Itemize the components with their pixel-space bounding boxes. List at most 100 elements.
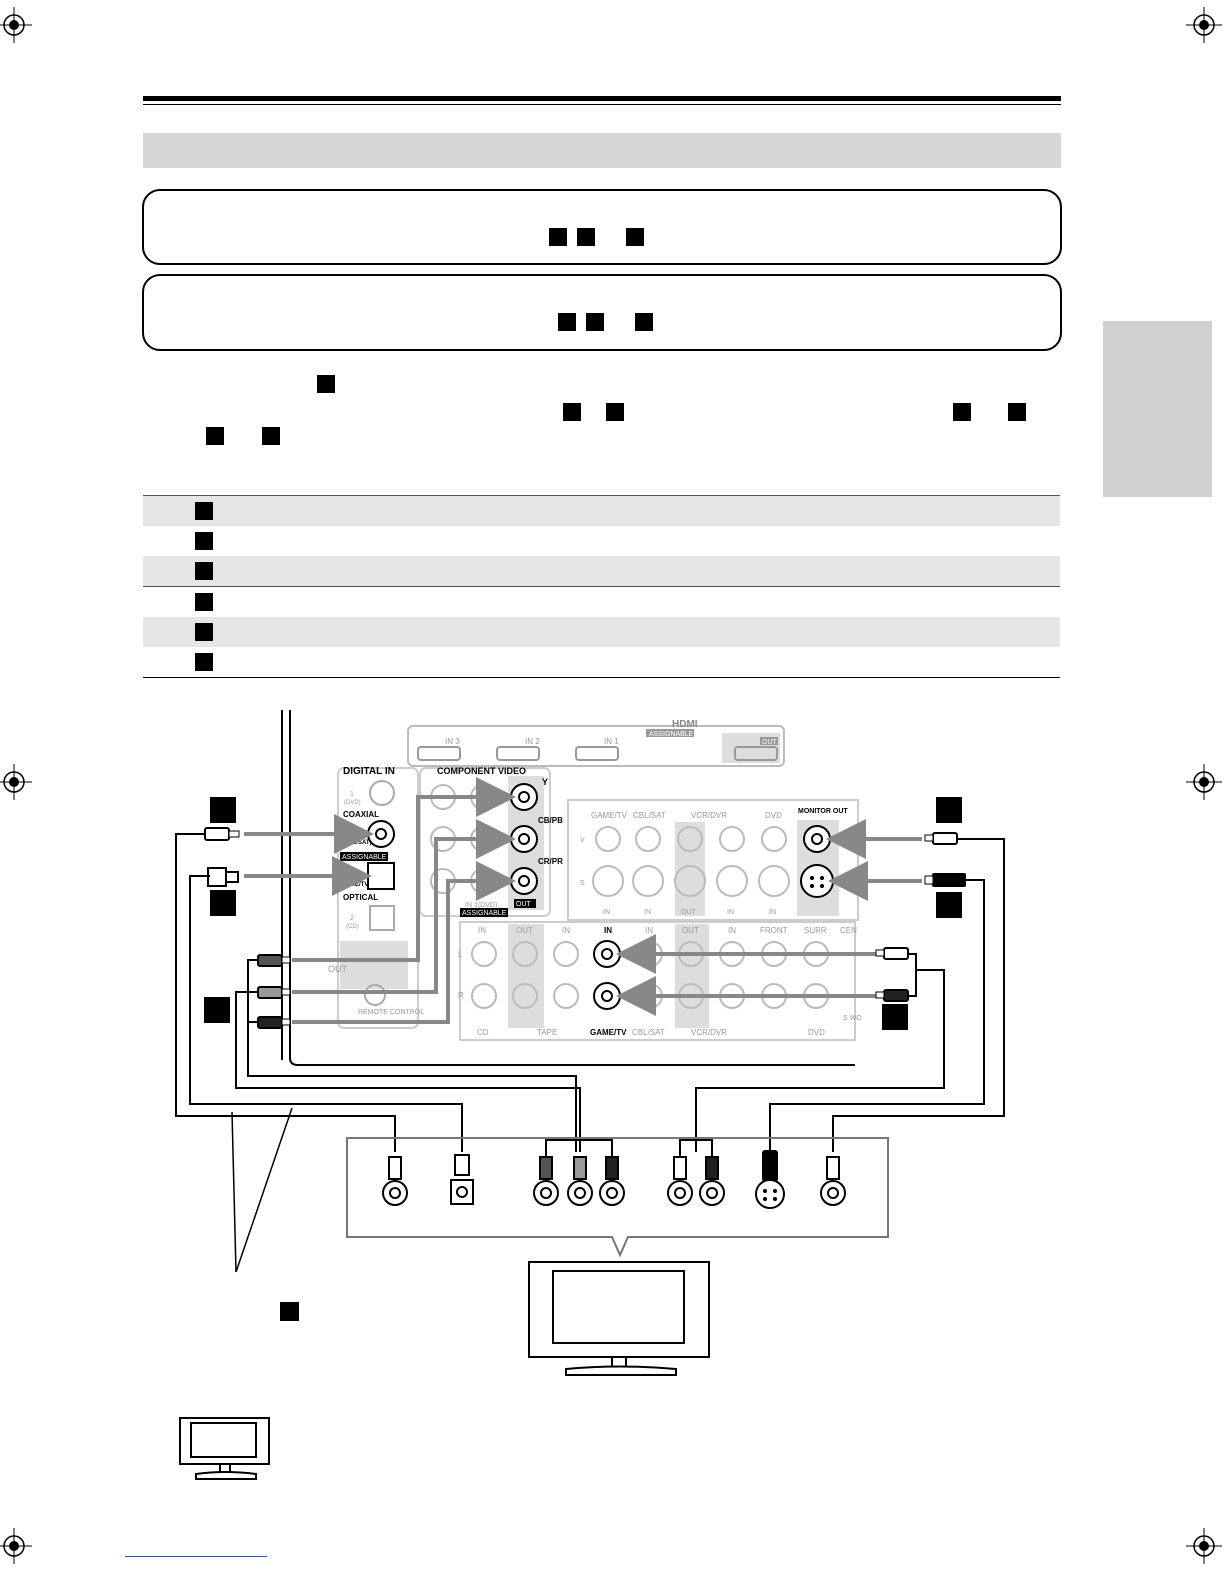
callout-marker xyxy=(195,593,213,611)
svg-text:FRONT: FRONT xyxy=(760,926,788,935)
note-box-1 xyxy=(142,189,1062,265)
callout-marker xyxy=(558,313,576,331)
table-mid-rule xyxy=(143,586,1060,587)
svg-text:IN: IN xyxy=(562,926,570,935)
callout-marker xyxy=(280,1302,299,1321)
chapter-side-tab xyxy=(1103,321,1212,497)
table-row xyxy=(143,526,1060,556)
svg-text:Y: Y xyxy=(542,777,548,787)
hdmi-port-label: IN 1 xyxy=(604,737,619,746)
footer-link-underline[interactable] xyxy=(125,1556,267,1557)
callout-marker xyxy=(626,228,644,246)
cable-plug-audio xyxy=(875,947,909,1002)
svg-text:ASSIGNABLE: ASSIGNABLE xyxy=(342,854,387,861)
svg-text:CEN: CEN xyxy=(840,926,857,935)
svg-text:L: L xyxy=(458,950,463,959)
cable-plug-optical xyxy=(207,867,239,887)
callout-marker xyxy=(606,403,624,421)
callout-marker xyxy=(635,313,653,331)
hdmi-out-label: OUT xyxy=(762,739,778,746)
svg-text:CD: CD xyxy=(477,1028,489,1037)
monitor-out-label: MONITOR OUT xyxy=(798,808,848,815)
svg-text:ASSIGNABLE: ASSIGNABLE xyxy=(462,910,507,917)
receiver-rear-panel: HDMI ASSIGNABLE IN 3 IN 2 IN 1 OUT DIGIT… xyxy=(281,710,862,1066)
svg-text:IN: IN xyxy=(644,909,651,916)
svg-text:CB/PB: CB/PB xyxy=(538,816,563,825)
cable-plug-s-video xyxy=(924,873,966,887)
svg-text:IN 1(DVD): IN 1(DVD) xyxy=(465,902,497,909)
digital-in-label: DIGITAL IN xyxy=(343,766,395,777)
cable-plug-component xyxy=(257,954,291,1029)
svg-text:S WO: S WO xyxy=(843,1015,862,1022)
callout-marker xyxy=(549,228,567,246)
svg-text:V: V xyxy=(580,837,585,844)
svg-text:(CBL/SAT): (CBL/SAT) xyxy=(342,840,372,846)
svg-text:IN: IN xyxy=(478,926,486,935)
table-bottom-rule xyxy=(143,677,1060,678)
svg-text:(DVD): (DVD) xyxy=(344,800,361,806)
callout-marker xyxy=(195,502,213,520)
svg-text:OUT: OUT xyxy=(516,901,532,908)
callout-marker xyxy=(577,228,595,246)
connection-diagram: HDMI ASSIGNABLE IN 3 IN 2 IN 1 OUT DIGIT… xyxy=(175,710,1005,1376)
cable-plug-video xyxy=(924,832,958,845)
tv-illustration xyxy=(528,1261,710,1376)
callout-marker xyxy=(586,313,604,331)
svg-text:DVD: DVD xyxy=(765,811,782,820)
header-rule-thin xyxy=(143,104,1061,105)
callout-marker xyxy=(1008,403,1026,421)
svg-text:IN: IN xyxy=(727,909,734,916)
svg-text:OUT: OUT xyxy=(328,964,348,974)
callout-marker xyxy=(936,892,962,918)
tv-icon xyxy=(179,1417,270,1480)
callout-marker xyxy=(195,623,213,641)
table-row xyxy=(143,617,1060,647)
svg-text:GAME/TV: GAME/TV xyxy=(590,1028,627,1037)
registration-mark-bottom-left xyxy=(0,1528,32,1564)
registration-mark-bottom-right xyxy=(1186,1528,1222,1564)
coaxial-label: COAXIAL xyxy=(343,810,379,819)
svg-text:IN: IN xyxy=(645,926,653,935)
hdmi-label: HDMI xyxy=(672,719,698,730)
svg-text:GAME/TV: GAME/TV xyxy=(341,882,368,888)
callout-marker xyxy=(953,403,971,421)
component-video-label: COMPONENT VIDEO xyxy=(437,766,526,776)
callout-marker xyxy=(195,532,213,550)
registration-mark-mid-left xyxy=(0,764,32,800)
remote-control-label: REMOTE CONTROL xyxy=(358,1009,424,1016)
svg-text:DVD: DVD xyxy=(808,1028,825,1037)
hdmi-port-label: IN 3 xyxy=(445,737,460,746)
section-heading-bar xyxy=(143,133,1061,168)
svg-text:TAPE: TAPE xyxy=(537,1028,557,1037)
svg-text:2: 2 xyxy=(350,915,354,922)
hdmi-assignable-badge: ASSIGNABLE xyxy=(649,731,694,738)
table-row xyxy=(143,587,1060,617)
svg-text:(CD): (CD) xyxy=(346,924,359,930)
hdmi-port-label: IN 2 xyxy=(525,737,540,746)
svg-text:IN: IN xyxy=(604,926,612,935)
svg-text:CR/PR: CR/PR xyxy=(538,857,563,866)
registration-mark-top-right xyxy=(1186,7,1222,43)
table-top-rule xyxy=(143,495,1060,496)
header-rule-thick xyxy=(143,96,1061,101)
svg-text:OUT: OUT xyxy=(681,909,697,916)
svg-text:SURR: SURR xyxy=(804,926,827,935)
svg-text:VCR/DVR: VCR/DVR xyxy=(691,811,727,820)
callout-marker xyxy=(317,375,335,393)
table-row xyxy=(143,496,1060,526)
callout-marker xyxy=(195,562,213,580)
registration-mark-top-left xyxy=(0,7,32,43)
svg-text:1: 1 xyxy=(350,791,354,798)
callout-marker xyxy=(210,890,236,916)
cable-plug-coaxial xyxy=(204,827,240,841)
svg-text:IN: IN xyxy=(728,926,736,935)
table-row xyxy=(143,647,1060,677)
callout-marker xyxy=(936,797,962,823)
optical-label: OPTICAL xyxy=(343,893,378,902)
svg-text:IN: IN xyxy=(769,909,776,916)
cable-routes xyxy=(175,833,1005,1158)
table-row xyxy=(143,556,1060,586)
callout-marker xyxy=(262,427,280,445)
svg-text:CBL/SAT: CBL/SAT xyxy=(633,811,666,820)
tv-input-panel xyxy=(346,1137,889,1258)
